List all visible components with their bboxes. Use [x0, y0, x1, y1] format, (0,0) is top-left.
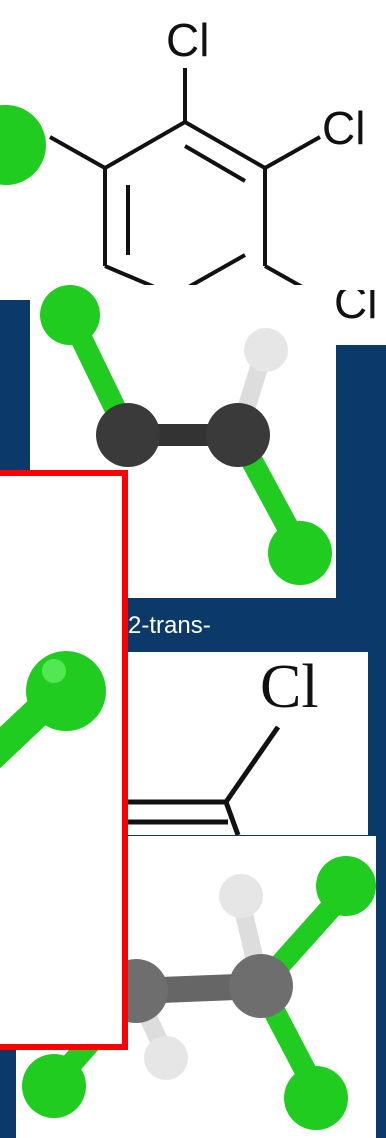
chlorine-atom	[22, 1054, 86, 1118]
carbon-atom	[206, 403, 270, 467]
left-sphere-fragment	[0, 95, 44, 195]
benzene-ring-diagram: Cl Cl	[0, 0, 386, 300]
cl-formula-label: Cl	[260, 653, 319, 721]
hydrogen-atom	[244, 328, 288, 372]
structural-formula-cl-panel: Cl	[128, 652, 368, 835]
molecule-3d-model-a	[30, 285, 336, 598]
hydrogen-atom	[144, 1036, 188, 1080]
cl-right-label: Cl	[322, 102, 365, 154]
chlorine-atom	[268, 521, 332, 585]
chlorine-atom	[284, 1066, 348, 1130]
highlighted-molecule-panel	[0, 470, 128, 1050]
chlorine-atom	[26, 651, 106, 731]
cl-top-label: Cl	[166, 14, 209, 66]
hydrogen-atom	[219, 874, 263, 918]
chlorine-atom	[316, 856, 376, 916]
molecule-3d-model-b	[16, 836, 376, 1138]
caption-fragment: 2-trans-	[128, 612, 211, 639]
carbon-atom	[96, 403, 160, 467]
carbon-atom	[229, 954, 293, 1018]
chlorine-atom	[40, 285, 100, 345]
cl-lower-right-label: Cl	[334, 290, 377, 328]
structural-formula-panel: Cl Cl	[0, 0, 386, 300]
